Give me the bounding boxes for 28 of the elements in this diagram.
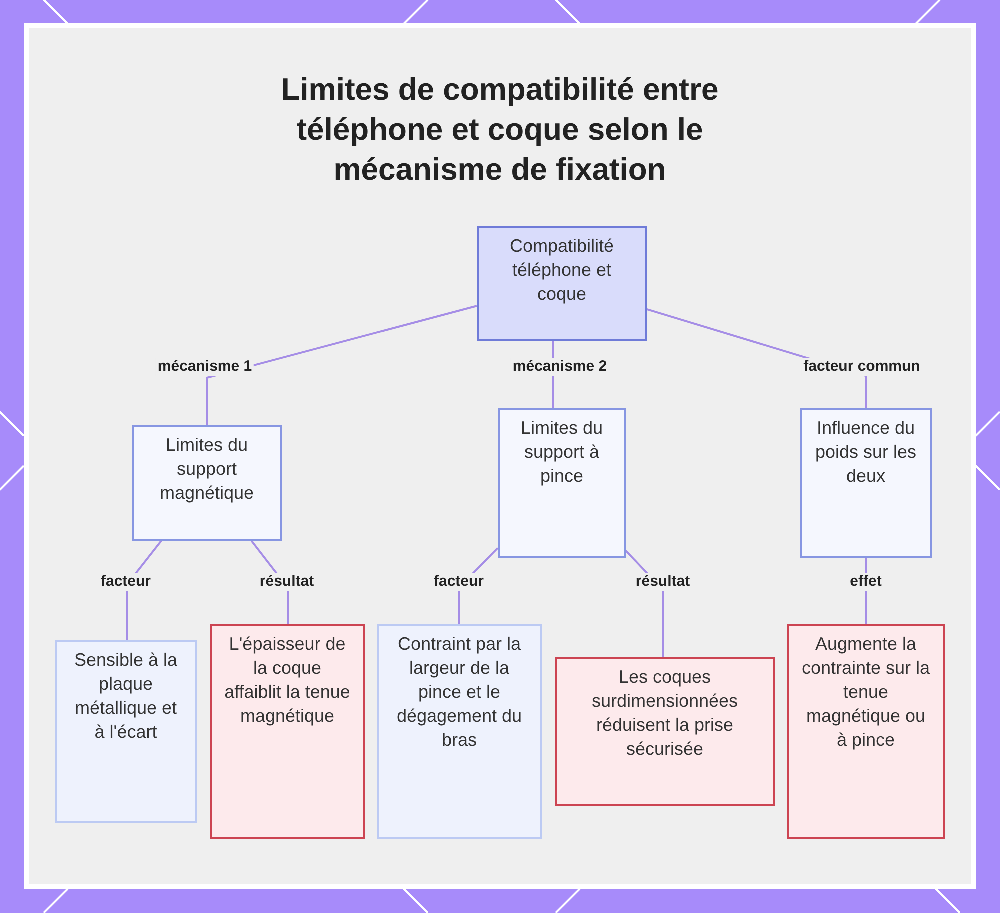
node-text: Compatibilité téléphone et coque	[508, 235, 616, 306]
diagram-title: Limites de compatibilité entre téléphone et coque selon le mécanisme de fixation	[280, 71, 720, 189]
edge-label: facteur	[432, 573, 486, 591]
edge-label: résultat	[634, 573, 692, 591]
node-text: Limites du support magnétique	[158, 434, 256, 505]
node-text: L'épaisseur de la coque affaiblit la tenue magnétique	[224, 633, 351, 728]
process-box	[800, 408, 932, 558]
process-box	[132, 425, 282, 541]
connector-line	[206, 305, 478, 425]
edge-label: facteur	[98, 573, 154, 591]
edge-label: résultat	[258, 573, 316, 591]
node-text: Contraint par la largeur de la pince et le dégagement du bras	[396, 633, 524, 752]
edge-label: mécanisme 1	[156, 358, 254, 376]
edge-label: mécanisme 2	[510, 358, 610, 376]
process-box	[377, 624, 542, 839]
edge-label: effet	[848, 573, 884, 591]
process-box	[210, 624, 365, 839]
node-text: Sensible à la plaque métallique et à l'écart	[73, 649, 179, 744]
process-box	[787, 624, 945, 839]
node-text: Augmente la contrainte sur la tenue magnétique ou à pince	[801, 633, 931, 752]
node-text: Les coques surdimensionnées réduisent la prise sécurisée	[590, 666, 740, 761]
process-box	[498, 408, 626, 558]
process-box	[477, 226, 647, 341]
process-box	[55, 640, 197, 823]
process-box	[555, 657, 775, 806]
node-text: Limites du support à pince	[520, 417, 604, 488]
node-text: Influence du poids sur les deux	[814, 417, 918, 488]
edge-label: facteur commun	[802, 358, 922, 376]
